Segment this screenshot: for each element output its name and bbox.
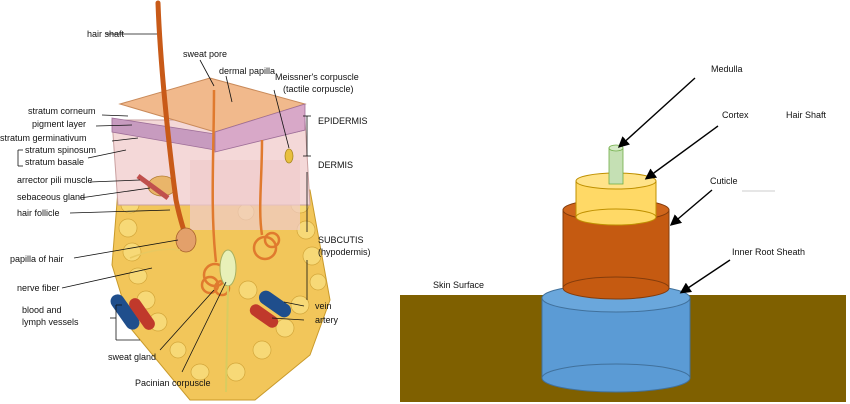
- label-vein: vein: [315, 301, 332, 311]
- label-sebaceous-gland: sebaceous gland: [17, 192, 85, 202]
- arrow-cortex: [644, 125, 719, 180]
- arrow-inner-root-sheath: [679, 259, 731, 294]
- skin-anatomy-figure: hair shaft sweat pore dermal papilla Mei…: [0, 0, 400, 404]
- label-dermis: DERMIS: [318, 160, 353, 170]
- label-sweat-gland: sweat gland: [108, 352, 156, 362]
- label-papilla-of-hair: papilla of hair: [10, 254, 64, 264]
- label-pacinian-corpuscle: Pacinian corpuscle: [135, 378, 211, 388]
- hair-papilla-shape: [175, 227, 197, 253]
- hair-shaft-svg: Medulla Cortex Hair Shaft Cuticle Inner …: [400, 64, 846, 402]
- blood-vessel-vein-right: [258, 290, 292, 318]
- label-stratum-basale: stratum basale: [25, 157, 84, 167]
- nerve-fiber-shape: [129, 248, 181, 259]
- skin-anatomy-svg: hair shaft sweat pore dermal papilla Mei…: [0, 0, 371, 401]
- label-dermal-papilla: dermal papilla: [219, 66, 275, 76]
- leader-lines: [17, 33, 311, 373]
- label-nerve-fiber: nerve fiber: [17, 283, 60, 293]
- epidermis-right-face: [214, 103, 306, 153]
- label-blood-lymph-2: lymph vessels: [22, 317, 79, 327]
- label-skin-surface: Skin Surface: [433, 280, 484, 290]
- label-subcutis: SUBCUTIS: [318, 235, 364, 245]
- label-cortex: Cortex: [722, 110, 749, 120]
- label-blood-lymph-1: blood and: [22, 305, 62, 315]
- hair-shaft-schematic: Medulla Cortex Hair Shaft Cuticle Inner …: [400, 0, 850, 404]
- inner-root-sheath-cylinder: [541, 283, 691, 393]
- arrow-medulla: [617, 77, 696, 148]
- label-stratum-germinativum: stratum germinativum: [0, 133, 87, 143]
- label-pigment-layer: pigment layer: [32, 119, 86, 129]
- label-meissner-2: (tactile corpuscle): [283, 84, 354, 94]
- arrector-pili-shape: [136, 173, 170, 201]
- meissner-corpuscle-shape: [284, 148, 294, 164]
- label-artery: artery: [315, 315, 339, 325]
- label-medulla: Medulla: [711, 64, 743, 74]
- pacinian-corpuscle-shape: [219, 249, 237, 287]
- label-hair-shaft: hair shaft: [87, 29, 125, 39]
- label-hypodermis: (hypodermis): [318, 247, 371, 257]
- label-hair-follicle: hair follicle: [17, 208, 60, 218]
- medulla-cylinder: [608, 144, 624, 185]
- label-stratum-spinosum: stratum spinosum: [25, 145, 96, 155]
- blood-vessel-artery-right: [249, 304, 279, 328]
- label-hair-shaft-right: Hair Shaft: [786, 110, 827, 120]
- label-meissner-1: Meissner's corpuscle: [275, 72, 359, 82]
- dermis-inner: [190, 160, 300, 230]
- label-stratum-corneum: stratum corneum: [28, 106, 96, 116]
- label-sweat-pore: sweat pore: [183, 49, 227, 59]
- arrow-cuticle: [669, 189, 713, 226]
- label-cuticle: Cuticle: [710, 176, 738, 186]
- pacinian-nerve: [225, 285, 229, 393]
- blood-vessel-artery-left: [129, 298, 155, 330]
- label-inner-root-sheath: Inner Root Sheath: [732, 247, 805, 257]
- label-arrector-pili: arrector pili muscle: [17, 175, 93, 185]
- blood-vessel-vein-left: [110, 294, 140, 330]
- label-epidermis: EPIDERMIS: [318, 116, 368, 126]
- hair-shaft-shape: [155, 0, 189, 241]
